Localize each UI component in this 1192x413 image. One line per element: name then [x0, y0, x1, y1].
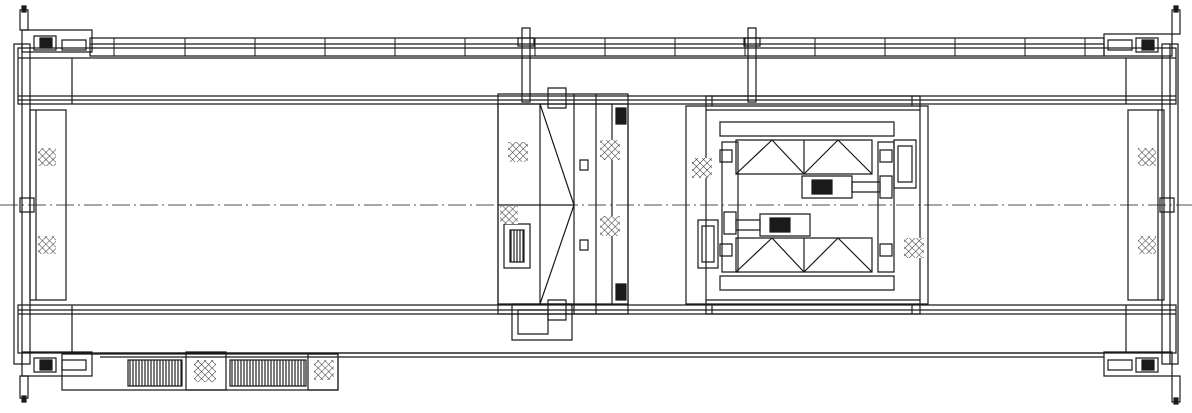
left-end-carriage [14, 6, 92, 402]
trolley-left-pads [500, 140, 620, 236]
bottom-walkway-pads [194, 360, 334, 382]
trolley-rail-posts [518, 28, 760, 102]
right-end-carriage [1104, 6, 1180, 404]
trolley-right-pads [692, 158, 924, 258]
trolley-right [686, 96, 928, 314]
trolley-left [498, 88, 628, 340]
end-carriage-pads [38, 148, 1156, 254]
linework [0, 6, 1192, 404]
top-rail-posts [114, 38, 1085, 56]
bottom-girder [18, 305, 1176, 357]
bottom-walkway [62, 352, 338, 390]
